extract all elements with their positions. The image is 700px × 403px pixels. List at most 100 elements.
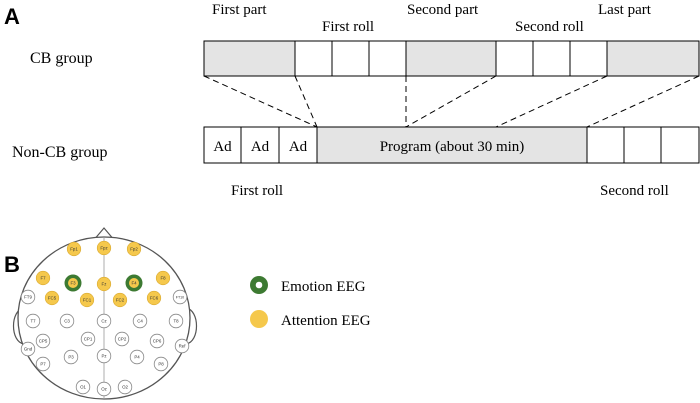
electrode-f7: F7 [35, 270, 51, 286]
electrode-label: FT9 [24, 295, 32, 300]
connector-line [405, 75, 497, 128]
electrode-label: CP1 [84, 337, 93, 342]
electrode-circle [20, 289, 36, 305]
cb-second-part-block [405, 40, 497, 77]
electrode-circle [174, 338, 190, 354]
electrode-fc2: FC2 [112, 292, 128, 308]
electrode-circle [129, 349, 145, 365]
electrode-t7: T7 [25, 313, 41, 329]
electrode-circle [96, 348, 112, 364]
electrode-circle [117, 379, 133, 395]
electrode-label: O1 [80, 385, 86, 390]
electrode-circle [20, 341, 36, 357]
emotion-electrode-core [129, 278, 139, 288]
dashed-connectors [203, 75, 700, 128]
electrode-label: FC1 [83, 298, 92, 303]
electrode-p4: P4 [129, 349, 145, 365]
electrode-cp6: CP6 [149, 333, 165, 349]
electrode-circle [35, 356, 51, 372]
electrode-label: Fz [102, 282, 107, 287]
electrode-label: Pz [101, 354, 106, 359]
electrode-circle [149, 333, 165, 349]
electrode-circle [35, 333, 51, 349]
electrode-gnd: Gnd [20, 341, 36, 357]
electrode-circle [59, 313, 75, 329]
electrode-p8: P8 [153, 356, 169, 372]
electrode-label: P7 [40, 362, 46, 367]
electrode-fc5: FC5 [44, 290, 60, 306]
electrode-fpz: Fpz [96, 240, 112, 256]
electrode-p7: P7 [35, 356, 51, 372]
ad-slot [240, 126, 280, 164]
electrode-label: F8 [160, 276, 166, 281]
electrode-t8: T8 [168, 313, 184, 329]
electrode-label: C3 [64, 319, 70, 324]
electrode-ft10: FT10 [172, 289, 188, 305]
cb-first-part-block [203, 40, 296, 77]
electrode-label: Gnd [24, 347, 33, 352]
electrode-label: Oz [101, 387, 107, 392]
electrode-pz: Pz [96, 348, 112, 364]
legend: Emotion EEG Attention EEG [250, 276, 371, 329]
attention-legend-icon [250, 310, 268, 328]
electrode-ref: Ref [174, 338, 190, 354]
electrode-label: F3 [70, 281, 76, 286]
electrode-circle [126, 241, 142, 257]
label-first-roll-bottom: First roll [231, 183, 283, 199]
cb-first-roll-slot [368, 40, 407, 77]
electrode-c4: C4 [132, 313, 148, 329]
electrode-label: P8 [158, 362, 164, 367]
non-cb-group-label: Non-CB group [12, 144, 108, 161]
electrode-circle [96, 313, 112, 329]
electrode-f3: F3 [64, 274, 82, 292]
electrode-label: FT10 [176, 296, 184, 300]
label-first-part: First part [212, 2, 267, 18]
panel-b-letter: B [4, 252, 20, 277]
electrode-o1: O1 [75, 379, 91, 395]
electrode-circle [112, 292, 128, 308]
electrode-label: Fp2 [130, 247, 138, 252]
electrode-circle [168, 313, 184, 329]
electrode-circle [44, 290, 60, 306]
electrode-circle [80, 331, 96, 347]
cb-group-label: CB group [30, 50, 93, 67]
electrode-label: FC6 [150, 296, 159, 301]
cb-second-roll-slot [532, 40, 571, 77]
panel-a-letter: A [4, 4, 20, 29]
electrode-cp2: CP2 [114, 331, 130, 347]
non-cb-group-bar: Ad Ad Ad Program (about 30 min) [203, 126, 700, 164]
electrode-label: P3 [68, 355, 74, 360]
electrode-cp5: CP5 [35, 333, 51, 349]
emotion-electrode-core [68, 278, 78, 288]
electrode-label: F7 [40, 276, 46, 281]
cb-second-roll-slot [495, 40, 534, 77]
electrode-cz: Cz [96, 313, 112, 329]
electrode-label: FC2 [116, 298, 125, 303]
electrode-label: Fpz [100, 246, 107, 251]
legend-emotion-label: Emotion EEG [281, 279, 366, 295]
non-cb-second-roll-slot [623, 126, 662, 164]
electrode-p3: P3 [63, 349, 79, 365]
connector-line [294, 75, 318, 128]
electrode-circle [96, 381, 112, 397]
cb-first-roll-slot [331, 40, 370, 77]
non-cb-second-roll-slot [586, 126, 625, 164]
electrode-circle [25, 313, 41, 329]
electrode-fz: Fz [96, 276, 112, 292]
legend-attention-label: Attention EEG [281, 313, 371, 329]
cb-second-roll-slot [569, 40, 608, 77]
electrode-circle [132, 313, 148, 329]
electrode-circle [96, 240, 112, 256]
electrode-label: P4 [134, 355, 140, 360]
electrode-label: CP2 [118, 337, 127, 342]
cb-last-part-block [606, 40, 700, 77]
label-first-roll-top: First roll [322, 19, 374, 35]
electrode-fp2: Fp2 [126, 241, 142, 257]
connector-line [203, 75, 318, 128]
emotion-legend-icon-center [255, 281, 263, 289]
electrode-label: FC5 [48, 296, 57, 301]
electrode-circle [155, 270, 171, 286]
ad-slot [203, 126, 242, 164]
